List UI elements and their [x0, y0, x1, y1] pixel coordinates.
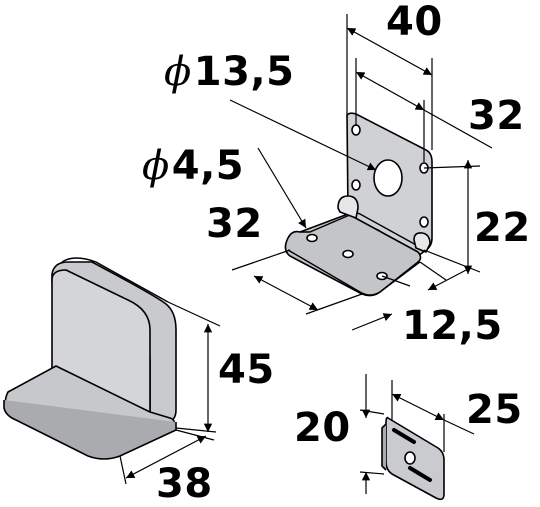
dim-32-base-line — [253, 275, 319, 311]
label-13-5-value: 13,5 — [193, 49, 295, 95]
dim-32-top-line — [355, 71, 425, 111]
small-plate-part — [381, 416, 445, 501]
label-32-base: 32 — [206, 201, 263, 247]
label-32-top: 32 — [468, 93, 525, 139]
bracket-base-edge — [287, 249, 421, 296]
label-38: 38 — [156, 461, 213, 507]
diameter-symbol-icon: ϕ — [164, 49, 192, 95]
dim-38-line — [125, 435, 207, 479]
small-plate-slot-top — [392, 428, 416, 444]
dim-40-line — [346, 27, 433, 76]
bracket-right-slot — [413, 232, 431, 253]
label-25: 25 — [466, 387, 523, 433]
leader-13-5 — [229, 99, 377, 171]
leader-4-5 — [257, 147, 307, 229]
bracket-left-slot — [337, 195, 359, 219]
bracket-base-hole-left — [306, 233, 318, 243]
dim-25-line — [391, 393, 445, 421]
label-diameter-4-5: ϕ 4,5 — [142, 146, 244, 186]
label-40: 40 — [386, 0, 443, 45]
bracket-hole-bottom-right — [419, 216, 429, 228]
bracket-dimension-lines — [229, 14, 493, 331]
bracket-base-hole-center — [342, 249, 354, 259]
label-diameter-13-5: ϕ 13,5 — [164, 52, 294, 92]
small-plate-slot-bottom — [408, 466, 432, 482]
l-bracket-part — [284, 112, 433, 297]
dim-12-5-line — [351, 313, 393, 331]
plate-dimension-lines — [359, 374, 475, 494]
bracket-large-hole — [373, 159, 403, 197]
label-20: 20 — [294, 405, 351, 451]
bracket-hole-bottom-left — [351, 179, 361, 191]
label-12-5: 12,5 — [402, 303, 503, 349]
small-plate-hole — [404, 451, 416, 465]
block-dimension-lines — [119, 301, 221, 485]
small-plate-thickness — [381, 423, 387, 471]
label-4-5-value: 4,5 — [171, 143, 245, 189]
block-top-edge — [61, 257, 169, 303]
l-block-part — [3, 257, 177, 460]
label-22: 22 — [474, 205, 531, 251]
bracket-hole-top-left — [351, 124, 361, 136]
diameter-symbol-icon: ϕ — [142, 143, 170, 189]
label-45: 45 — [218, 347, 275, 393]
